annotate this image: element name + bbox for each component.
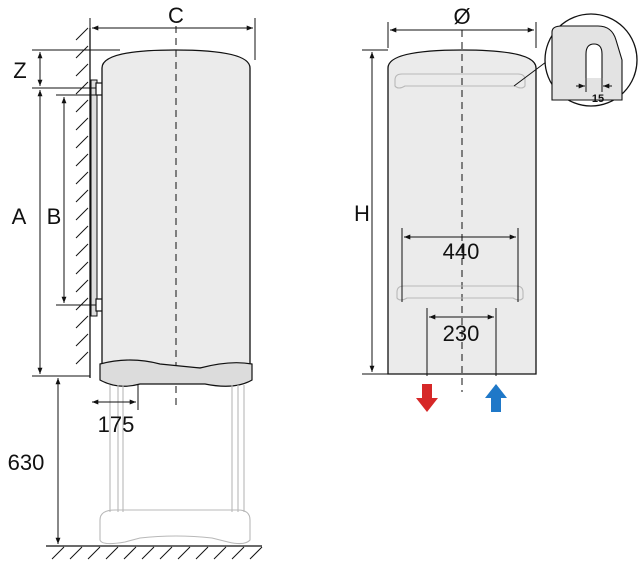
bracket-slot-detail: 15	[544, 13, 638, 107]
wall-plate	[90, 79, 98, 317]
label-c: C	[168, 3, 184, 28]
upper-mounting-rail	[394, 73, 526, 89]
hot-water-outlet-arrow-icon	[416, 384, 438, 412]
label-440: 440	[443, 239, 480, 264]
floor	[46, 545, 263, 560]
cold-water-inlet-arrow-icon	[485, 384, 507, 412]
dim-630: 630	[8, 378, 61, 544]
label-diameter: Ø	[453, 4, 470, 29]
side-view: C Z A B 630 1	[8, 3, 263, 560]
dim-b: B	[47, 94, 96, 306]
dim-diameter: Ø	[387, 4, 537, 48]
label-a: A	[12, 204, 27, 229]
dim-z: Z	[13, 49, 120, 89]
label-h: H	[354, 201, 370, 226]
label-z: Z	[13, 58, 26, 83]
dim-a: A	[12, 90, 90, 377]
label-630: 630	[8, 450, 45, 475]
dim-c: C	[89, 3, 256, 60]
dim-h: H	[354, 49, 388, 375]
dim-440: 440	[401, 228, 519, 302]
label-15: 15	[592, 93, 604, 105]
label-b: B	[47, 204, 62, 229]
front-view: Ø H 440 230	[354, 4, 638, 412]
lower-mounting-rail	[396, 285, 524, 301]
dim-230: 230	[426, 308, 497, 376]
tank-base-cap	[99, 359, 253, 387]
label-230: 230	[443, 321, 480, 346]
support-stand	[99, 385, 251, 545]
label-175: 175	[98, 412, 135, 437]
wall	[75, 27, 91, 378]
detail-leader-line	[513, 61, 547, 87]
dim-175: 175	[92, 384, 139, 437]
